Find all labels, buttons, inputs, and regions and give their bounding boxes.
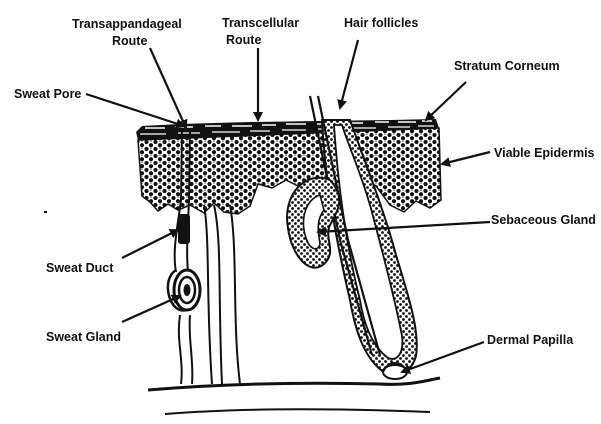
transcellular-label-line1: Transcellular — [222, 16, 299, 30]
transappendageal-label-line2: Route — [112, 34, 147, 48]
second-duct — [204, 205, 240, 384]
sweat-duct-leader — [122, 230, 178, 258]
sebaceous-gland-label: Sebaceous Gland — [491, 213, 596, 227]
sweat-gland-leader — [122, 296, 180, 322]
sweat-duct-label: Sweat Duct — [46, 261, 114, 275]
viable-epidermis-leader — [442, 152, 490, 164]
transcellular-label-line2: Route — [226, 33, 261, 47]
sweat-gland-coil — [174, 270, 200, 310]
sweat-pore-label: Sweat Pore — [14, 87, 81, 101]
transappendageal-label-line1: Transappandageal — [72, 17, 182, 31]
viable-epidermis-label: Viable Epidermis — [494, 146, 595, 160]
dermal-papilla-label: Dermal Papilla — [487, 333, 574, 347]
sweat-duct-knot — [178, 214, 190, 244]
sebaceous-gland — [287, 178, 339, 268]
hair-follicles-label: Hair follicles — [344, 16, 418, 30]
stratum-corneum-leader — [426, 82, 466, 120]
stratum-corneum-label: Stratum Corneum — [454, 59, 560, 73]
sweat-pore-leader — [86, 94, 184, 126]
sweat-gland-label: Sweat Gland — [46, 330, 121, 344]
hair-follicles-leader — [340, 40, 358, 108]
